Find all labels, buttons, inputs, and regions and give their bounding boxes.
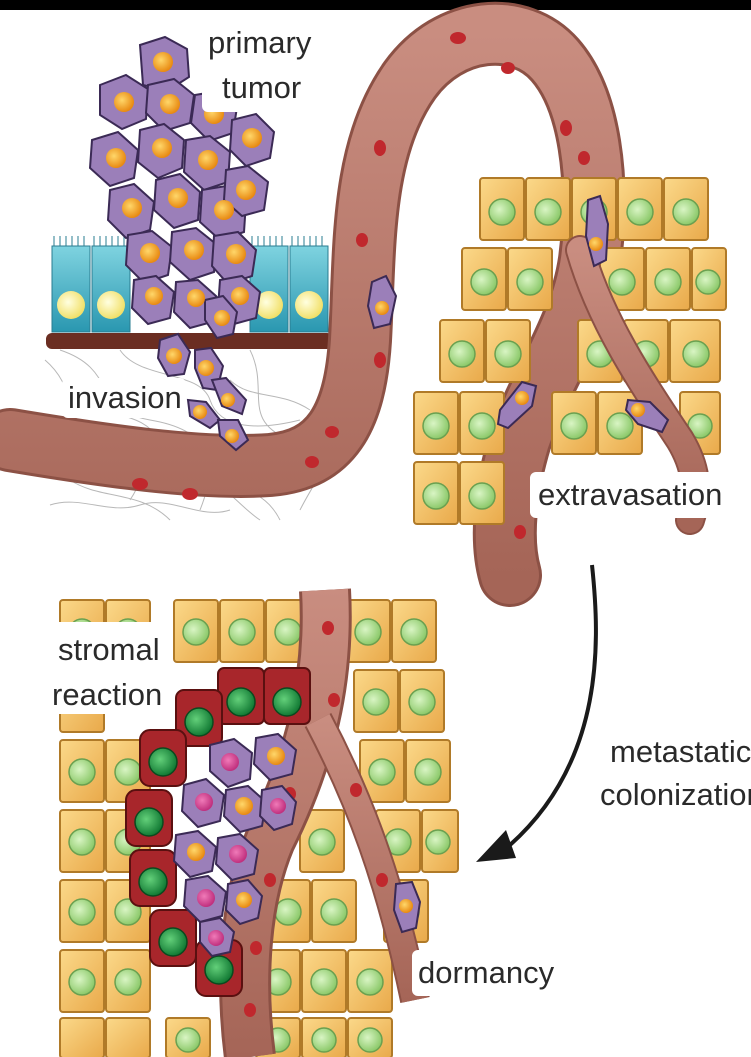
label-metastatic-colonization-line2: colonization	[600, 777, 751, 812]
colonization-arrow	[510, 565, 596, 845]
colonization-arrowhead	[476, 830, 516, 862]
label-stromal-reaction: stromal reaction	[46, 622, 168, 714]
label-invasion: invasion	[62, 378, 186, 418]
label-dormancy-text: dormancy	[418, 955, 555, 990]
label-extravasation: extravasation	[530, 472, 722, 518]
label-primary-tumor: primary tumor	[202, 20, 312, 112]
label-stromal-reaction-line1: stromal	[58, 632, 160, 667]
basement-membrane	[46, 333, 333, 349]
label-extravasation-text: extravasation	[538, 477, 722, 512]
label-primary-tumor-line1: primary	[208, 25, 312, 60]
label-metastatic-colonization: metastatic colonization	[600, 734, 751, 812]
label-stromal-reaction-line2: reaction	[52, 677, 162, 712]
label-metastatic-colonization-line1: metastatic	[610, 734, 751, 769]
label-invasion-text: invasion	[68, 380, 182, 415]
label-primary-tumor-line2: tumor	[222, 70, 301, 105]
top-border	[0, 0, 751, 10]
label-dormancy: dormancy	[412, 950, 558, 996]
